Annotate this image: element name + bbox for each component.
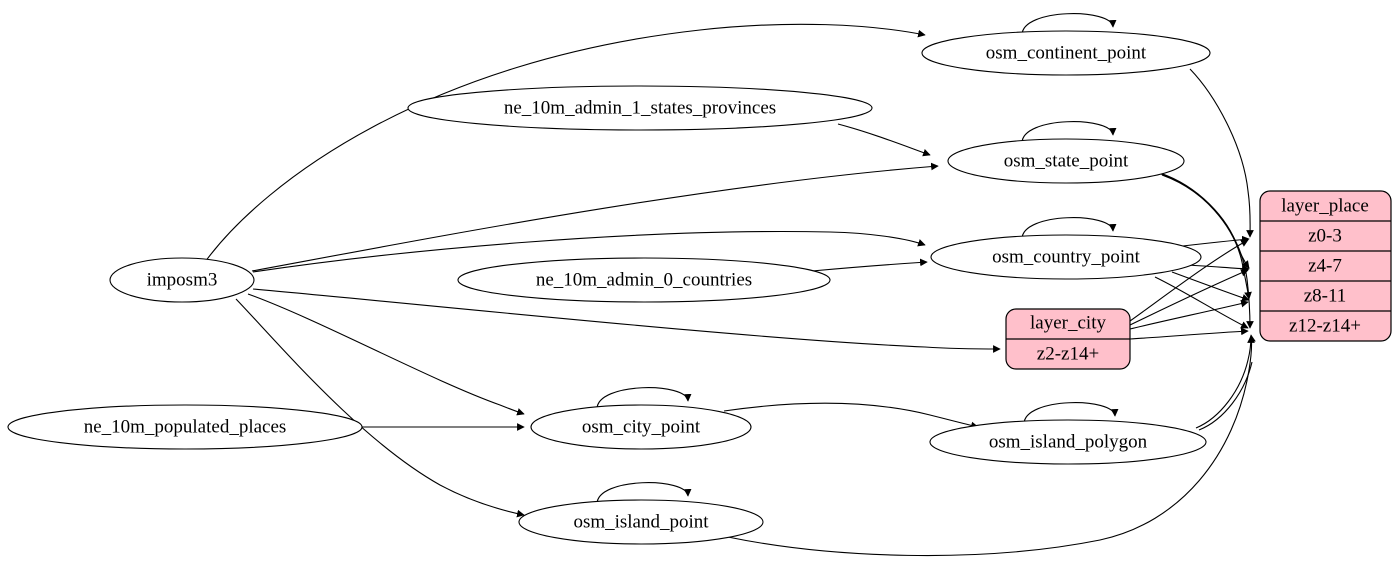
edge-imposm3-to-osm_city_point — [247, 293, 525, 416]
edge-imposm3-to-layer_city — [252, 288, 1001, 353]
edge-osm_country_point-to-layer_place-z4-7 — [1185, 264, 1250, 273]
node-ne_places-label: ne_10m_populated_places — [84, 416, 287, 437]
edge-osm_island_point-to-layer_place-z12-z14+ — [727, 334, 1256, 557]
edge-layer_city-to-layer_place-z4-7 — [1129, 269, 1249, 326]
edge-self-osm_city_point — [596, 387, 692, 410]
layer_place-title: layer_place — [1281, 195, 1369, 216]
edge-self-osm_state_point — [1021, 121, 1117, 144]
edges-layer — [204, 13, 1256, 557]
layer_place-box[interactable] — [1259, 190, 1392, 342]
node-layer_place[interactable]: layer_place z0-3 z4-7 z8-11 z12-z14+ — [1259, 190, 1392, 342]
node-osm_continent_point-label: osm_continent_point — [986, 42, 1147, 63]
edge-ne_admin1-to-osm_state_point — [837, 123, 931, 157]
node-ne_admin1-shape[interactable] — [407, 85, 873, 131]
node-osm_state_point[interactable]: osm_state_point — [947, 138, 1185, 184]
edge-layer_city-to-layer_place-z8-11 — [1129, 299, 1249, 330]
layer_city-title: layer_city — [1030, 312, 1106, 333]
edge-ne_admin0-to-osm_country_point — [811, 258, 928, 272]
edge-osm_city_point-to-osm_island_polygon — [723, 402, 979, 430]
layer_place-row-z8-11[interactable]: z8-11 — [1304, 285, 1347, 306]
edge-layer_city-to-layer_place-z12-z14+ — [1129, 327, 1249, 340]
node-osm_island_polygon-label: osm_island_polygon — [989, 431, 1148, 452]
node-imposm3[interactable]: imposm3 — [109, 257, 255, 303]
node-osm_island_point[interactable]: osm_island_point — [518, 499, 764, 545]
node-osm_continent_point-shape[interactable] — [921, 30, 1211, 76]
node-osm_country_point[interactable]: osm_country_point — [930, 234, 1202, 280]
node-osm_state_point-shape[interactable] — [947, 138, 1185, 184]
nodes-layer: imposm3 ne_10m_admin_1_states_provinces … — [7, 30, 1392, 545]
node-osm_island_polygon[interactable]: osm_island_polygon — [929, 419, 1207, 465]
edge-osm_state_point-to-layer_place-z8-11 — [1160, 173, 1252, 300]
edge-imposm3-to-osm_continent_point — [204, 23, 926, 263]
node-osm_continent_point[interactable]: osm_continent_point — [921, 30, 1211, 76]
layer_city-row-z2-z14plus[interactable]: z2-z14+ — [1037, 343, 1099, 364]
edge-osm_country_point-to-layer_place-z8-11 — [1171, 271, 1250, 302]
node-imposm3-label: imposm3 — [147, 269, 218, 290]
node-ne_admin0-shape[interactable] — [457, 257, 831, 303]
node-imposm3-shape[interactable] — [109, 257, 255, 303]
edge-osm_continent_point-to-layer_place-z0-3 — [1189, 68, 1254, 238]
edge-imposm3-to-osm_island_point — [235, 298, 525, 518]
layer_place-row-z4-7[interactable]: z4-7 — [1308, 255, 1342, 276]
node-osm_island_point-shape[interactable] — [518, 499, 764, 545]
edge-osm_country_point-to-layer_place-z12-z14+ — [1154, 276, 1249, 329]
node-layer_city[interactable]: layer_city z2-z14+ — [1005, 308, 1131, 370]
node-ne_10m_admin_0_countries[interactable]: ne_10m_admin_0_countries — [457, 257, 831, 303]
edge-imposm3-to-osm_country_point — [252, 230, 926, 273]
node-osm_city_point-shape[interactable] — [530, 404, 752, 450]
node-osm_country_point-label: osm_country_point — [992, 246, 1140, 267]
node-osm_city_point[interactable]: osm_city_point — [530, 404, 752, 450]
node-osm_island_polygon-shape[interactable] — [929, 419, 1207, 465]
edge-self-osm_island_point — [596, 482, 692, 505]
node-osm_city_point-label: osm_city_point — [582, 416, 701, 437]
node-ne_10m_populated_places[interactable]: ne_10m_populated_places — [7, 404, 363, 450]
node-ne_admin1-label: ne_10m_admin_1_states_provinces — [504, 97, 776, 118]
node-ne_places-shape[interactable] — [7, 404, 363, 450]
node-osm_island_point-label: osm_island_point — [573, 511, 709, 532]
node-ne_admin0-label: ne_10m_admin_0_countries — [536, 269, 752, 290]
edge-imposm3-to-osm_state_point — [251, 162, 939, 272]
node-osm_state_point-label: osm_state_point — [1004, 150, 1129, 171]
edge-layer_city-to-layer_place-z0-3 — [1129, 239, 1249, 322]
node-osm_country_point-shape[interactable] — [930, 234, 1202, 280]
edge-osm_island_polygon-to-layer_place-z12-z14+-b — [1198, 361, 1253, 431]
layer_place-row-z0-3[interactable]: z0-3 — [1308, 225, 1342, 246]
layer_place-row-z12-z14plus[interactable]: z12-z14+ — [1289, 315, 1361, 336]
edge-self-osm_continent_point — [1021, 13, 1117, 36]
edge-osm_state_point-to-layer_place-z12-z14+ — [1161, 174, 1254, 329]
edge-self-osm_island_polygon — [1023, 402, 1119, 425]
node-ne_10m_admin_1_states_provinces[interactable]: ne_10m_admin_1_states_provinces — [407, 85, 873, 131]
edge-self-osm_country_point — [1021, 217, 1117, 240]
